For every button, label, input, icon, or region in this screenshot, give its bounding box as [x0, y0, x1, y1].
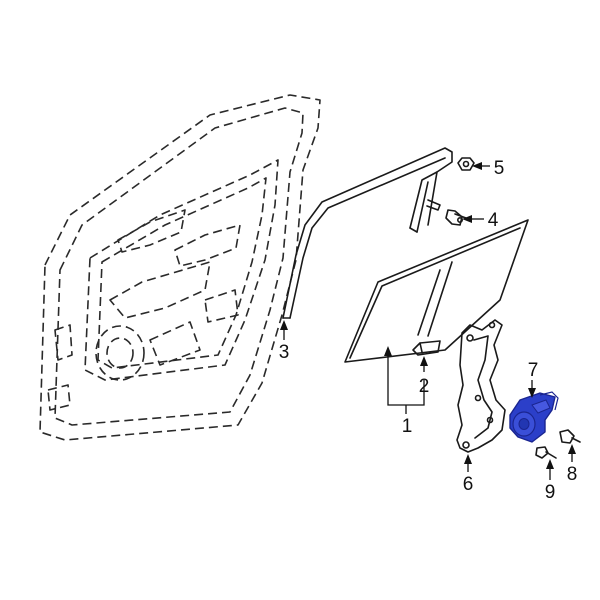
door-glass [344, 219, 529, 363]
window-run-channel [282, 147, 453, 319]
callout-1: 1 [402, 416, 413, 437]
callout-8: 8 [567, 464, 578, 485]
callout-3: 3 [279, 342, 290, 363]
bolt-icon [445, 209, 467, 226]
callout-4: 4 [488, 210, 499, 231]
bolt-icon-lower [535, 446, 557, 459]
window-motor [509, 391, 559, 443]
nut-icon [457, 157, 475, 171]
callout-6: 6 [463, 474, 474, 495]
leader-lines [280, 162, 576, 480]
callout-2: 2 [419, 376, 430, 397]
callout-5: 5 [494, 158, 505, 179]
window-regulator [456, 319, 506, 453]
glass-clip [412, 340, 441, 356]
callout-9: 9 [545, 482, 556, 503]
callout-7: 7 [528, 360, 539, 381]
door-outline-dashed [39, 94, 321, 441]
callout-labels: 1 2 3 4 5 6 7 8 9 [279, 158, 578, 503]
screw-icon [559, 429, 581, 444]
